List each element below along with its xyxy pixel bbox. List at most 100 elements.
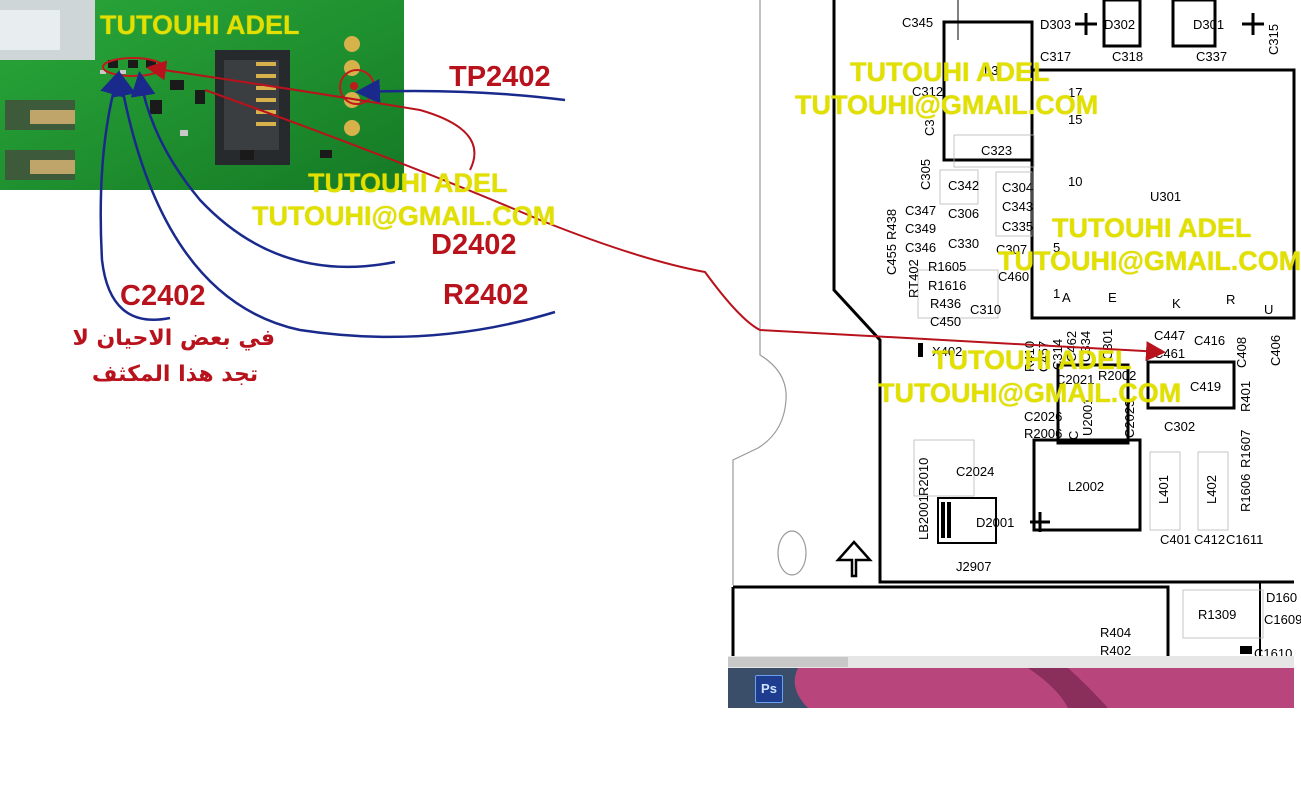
- svg-text:C323: C323: [981, 143, 1012, 158]
- svg-text:C2024: C2024: [956, 464, 994, 479]
- svg-text:C307: C307: [996, 242, 1027, 257]
- svg-text:C318: C318: [1112, 49, 1143, 64]
- svg-text:LB2001: LB2001: [916, 495, 931, 540]
- component-labels: C345 D303 D302 D301 C317 C318 C337 L3 C3…: [902, 15, 1301, 661]
- horizontal-scrollbar[interactable]: [728, 656, 1294, 668]
- svg-text:R401: R401: [1238, 381, 1253, 412]
- svg-text:R436: R436: [930, 296, 961, 311]
- c2402-label: C2402: [120, 280, 206, 312]
- svg-text:R1309: R1309: [1198, 607, 1236, 622]
- svg-text:C302: C302: [1164, 419, 1195, 434]
- svg-text:C406: C406: [1268, 335, 1283, 366]
- svg-text:C419: C419: [1190, 379, 1221, 394]
- svg-text:D303: D303: [1040, 17, 1071, 32]
- svg-text:U301: U301: [1150, 189, 1181, 204]
- svg-text:A: A: [1062, 290, 1071, 305]
- scrollbar-thumb[interactable]: [728, 657, 848, 667]
- svg-text:C1609: C1609: [1264, 612, 1301, 627]
- svg-text:R1607: R1607: [1238, 430, 1253, 468]
- svg-text:C450: C450: [930, 314, 961, 329]
- r2402-label: R2402: [443, 279, 529, 311]
- svg-text:C301: C301: [1100, 329, 1115, 360]
- watermark-email: TUTOUHI@GMAIL.COM: [998, 246, 1301, 276]
- tp2402-arrow: [355, 78, 566, 104]
- svg-text:C310: C310: [970, 302, 1001, 317]
- svg-text:C305: C305: [918, 159, 933, 190]
- svg-text:R: R: [1226, 292, 1235, 307]
- svg-text:C335: C335: [1002, 219, 1033, 234]
- svg-text:R438: R438: [884, 209, 899, 240]
- red-loop-arrow: [146, 60, 476, 171]
- svg-text:C315: C315: [1266, 24, 1281, 55]
- svg-text:C349: C349: [905, 221, 936, 236]
- photoshop-taskbar-button[interactable]: Ps: [755, 675, 783, 703]
- svg-text:L402: L402: [1204, 475, 1219, 504]
- svg-text:U2001: U2001: [1080, 398, 1095, 436]
- svg-text:R404: R404: [1100, 625, 1131, 640]
- svg-text:K: K: [1172, 296, 1181, 311]
- svg-text:10: 10: [1068, 174, 1082, 189]
- watermark-email: TUTOUHI@GMAIL.COM: [252, 201, 556, 231]
- svg-text:D301: D301: [1193, 17, 1224, 32]
- svg-text:C408: C408: [1234, 337, 1249, 368]
- svg-text:L2002: L2002: [1068, 479, 1104, 494]
- svg-text:C334: C334: [1078, 331, 1093, 362]
- watermark-name: TUTOUHI ADEL: [1052, 213, 1252, 243]
- svg-text:15: 15: [1068, 112, 1082, 127]
- svg-text:1: 1: [1053, 286, 1060, 301]
- svg-text:C457: C457: [1036, 341, 1051, 372]
- svg-text:C2021: C2021: [1056, 372, 1094, 387]
- svg-text:C2026: C2026: [1024, 409, 1062, 424]
- desktop-background: [728, 668, 1294, 708]
- svg-text:C343: C343: [1002, 199, 1033, 214]
- svg-text:X402: X402: [932, 344, 962, 359]
- r2402-arrow: [111, 71, 556, 339]
- svg-text:C337: C337: [1196, 49, 1227, 64]
- svg-text:C347: C347: [905, 203, 936, 218]
- svg-text:C447: C447: [1154, 328, 1185, 343]
- watermark-name: TUTOUHI ADEL: [308, 168, 508, 198]
- pcb-photo: [0, 0, 404, 190]
- arabic-note-line2: تجد هذا المكثف: [91, 362, 259, 387]
- svg-text:R1616: R1616: [928, 278, 966, 293]
- svg-text:R402: R402: [1100, 643, 1131, 658]
- svg-text:C3: C3: [922, 119, 937, 136]
- watermark-email: TUTOUHI@GMAIL.COM: [795, 90, 1099, 120]
- d2402-label: D2402: [431, 229, 517, 261]
- svg-text:RT402: RT402: [906, 259, 921, 298]
- svg-text:D2001: D2001: [976, 515, 1014, 530]
- red-pcb-to-schematic-arrow: [204, 89, 1166, 362]
- svg-text:D302: D302: [1104, 17, 1135, 32]
- svg-text:R1606: R1606: [1238, 474, 1253, 512]
- svg-text:R2002: R2002: [1098, 368, 1136, 383]
- svg-text:D160: D160: [1266, 590, 1297, 605]
- svg-text:C345: C345: [902, 15, 933, 30]
- board-schematic: C345 D303 D302 D301 C317 C318 C337 L3 C3…: [728, 0, 1301, 661]
- svg-text:R410: R410: [1022, 341, 1037, 372]
- svg-text:C317: C317: [1040, 49, 1071, 64]
- svg-text:C416: C416: [1194, 333, 1225, 348]
- svg-text:C330: C330: [948, 236, 979, 251]
- svg-text:C304: C304: [1002, 180, 1033, 195]
- svg-text:C306: C306: [948, 206, 979, 221]
- svg-text:C412: C412: [1194, 532, 1225, 547]
- svg-text:R2006: R2006: [1024, 426, 1062, 441]
- svg-text:C2023: C2023: [1122, 400, 1137, 438]
- svg-text:C401: C401: [1160, 532, 1191, 547]
- svg-text:L3: L3: [984, 63, 998, 78]
- svg-text:17: 17: [1068, 85, 1082, 100]
- watermark-name: TUTOUHI ADEL: [850, 57, 1050, 87]
- svg-text:C1611: C1611: [1226, 532, 1263, 547]
- svg-text:C: C: [1066, 431, 1081, 440]
- svg-text:5: 5: [1053, 240, 1060, 255]
- svg-text:L401: L401: [1156, 475, 1171, 504]
- arabic-note-line1: في بعض الاحيان لا: [72, 326, 275, 351]
- svg-text:C346: C346: [905, 240, 936, 255]
- svg-text:C312: C312: [912, 84, 943, 99]
- watermark-email: TUTOUHI@GMAIL.COM: [878, 378, 1182, 408]
- d2402-arrow: [130, 71, 396, 269]
- watermark-name: TUTOUHI ADEL: [932, 345, 1132, 375]
- tp2402-label: TP2402: [449, 61, 551, 93]
- c2402-arrow: [99, 70, 171, 321]
